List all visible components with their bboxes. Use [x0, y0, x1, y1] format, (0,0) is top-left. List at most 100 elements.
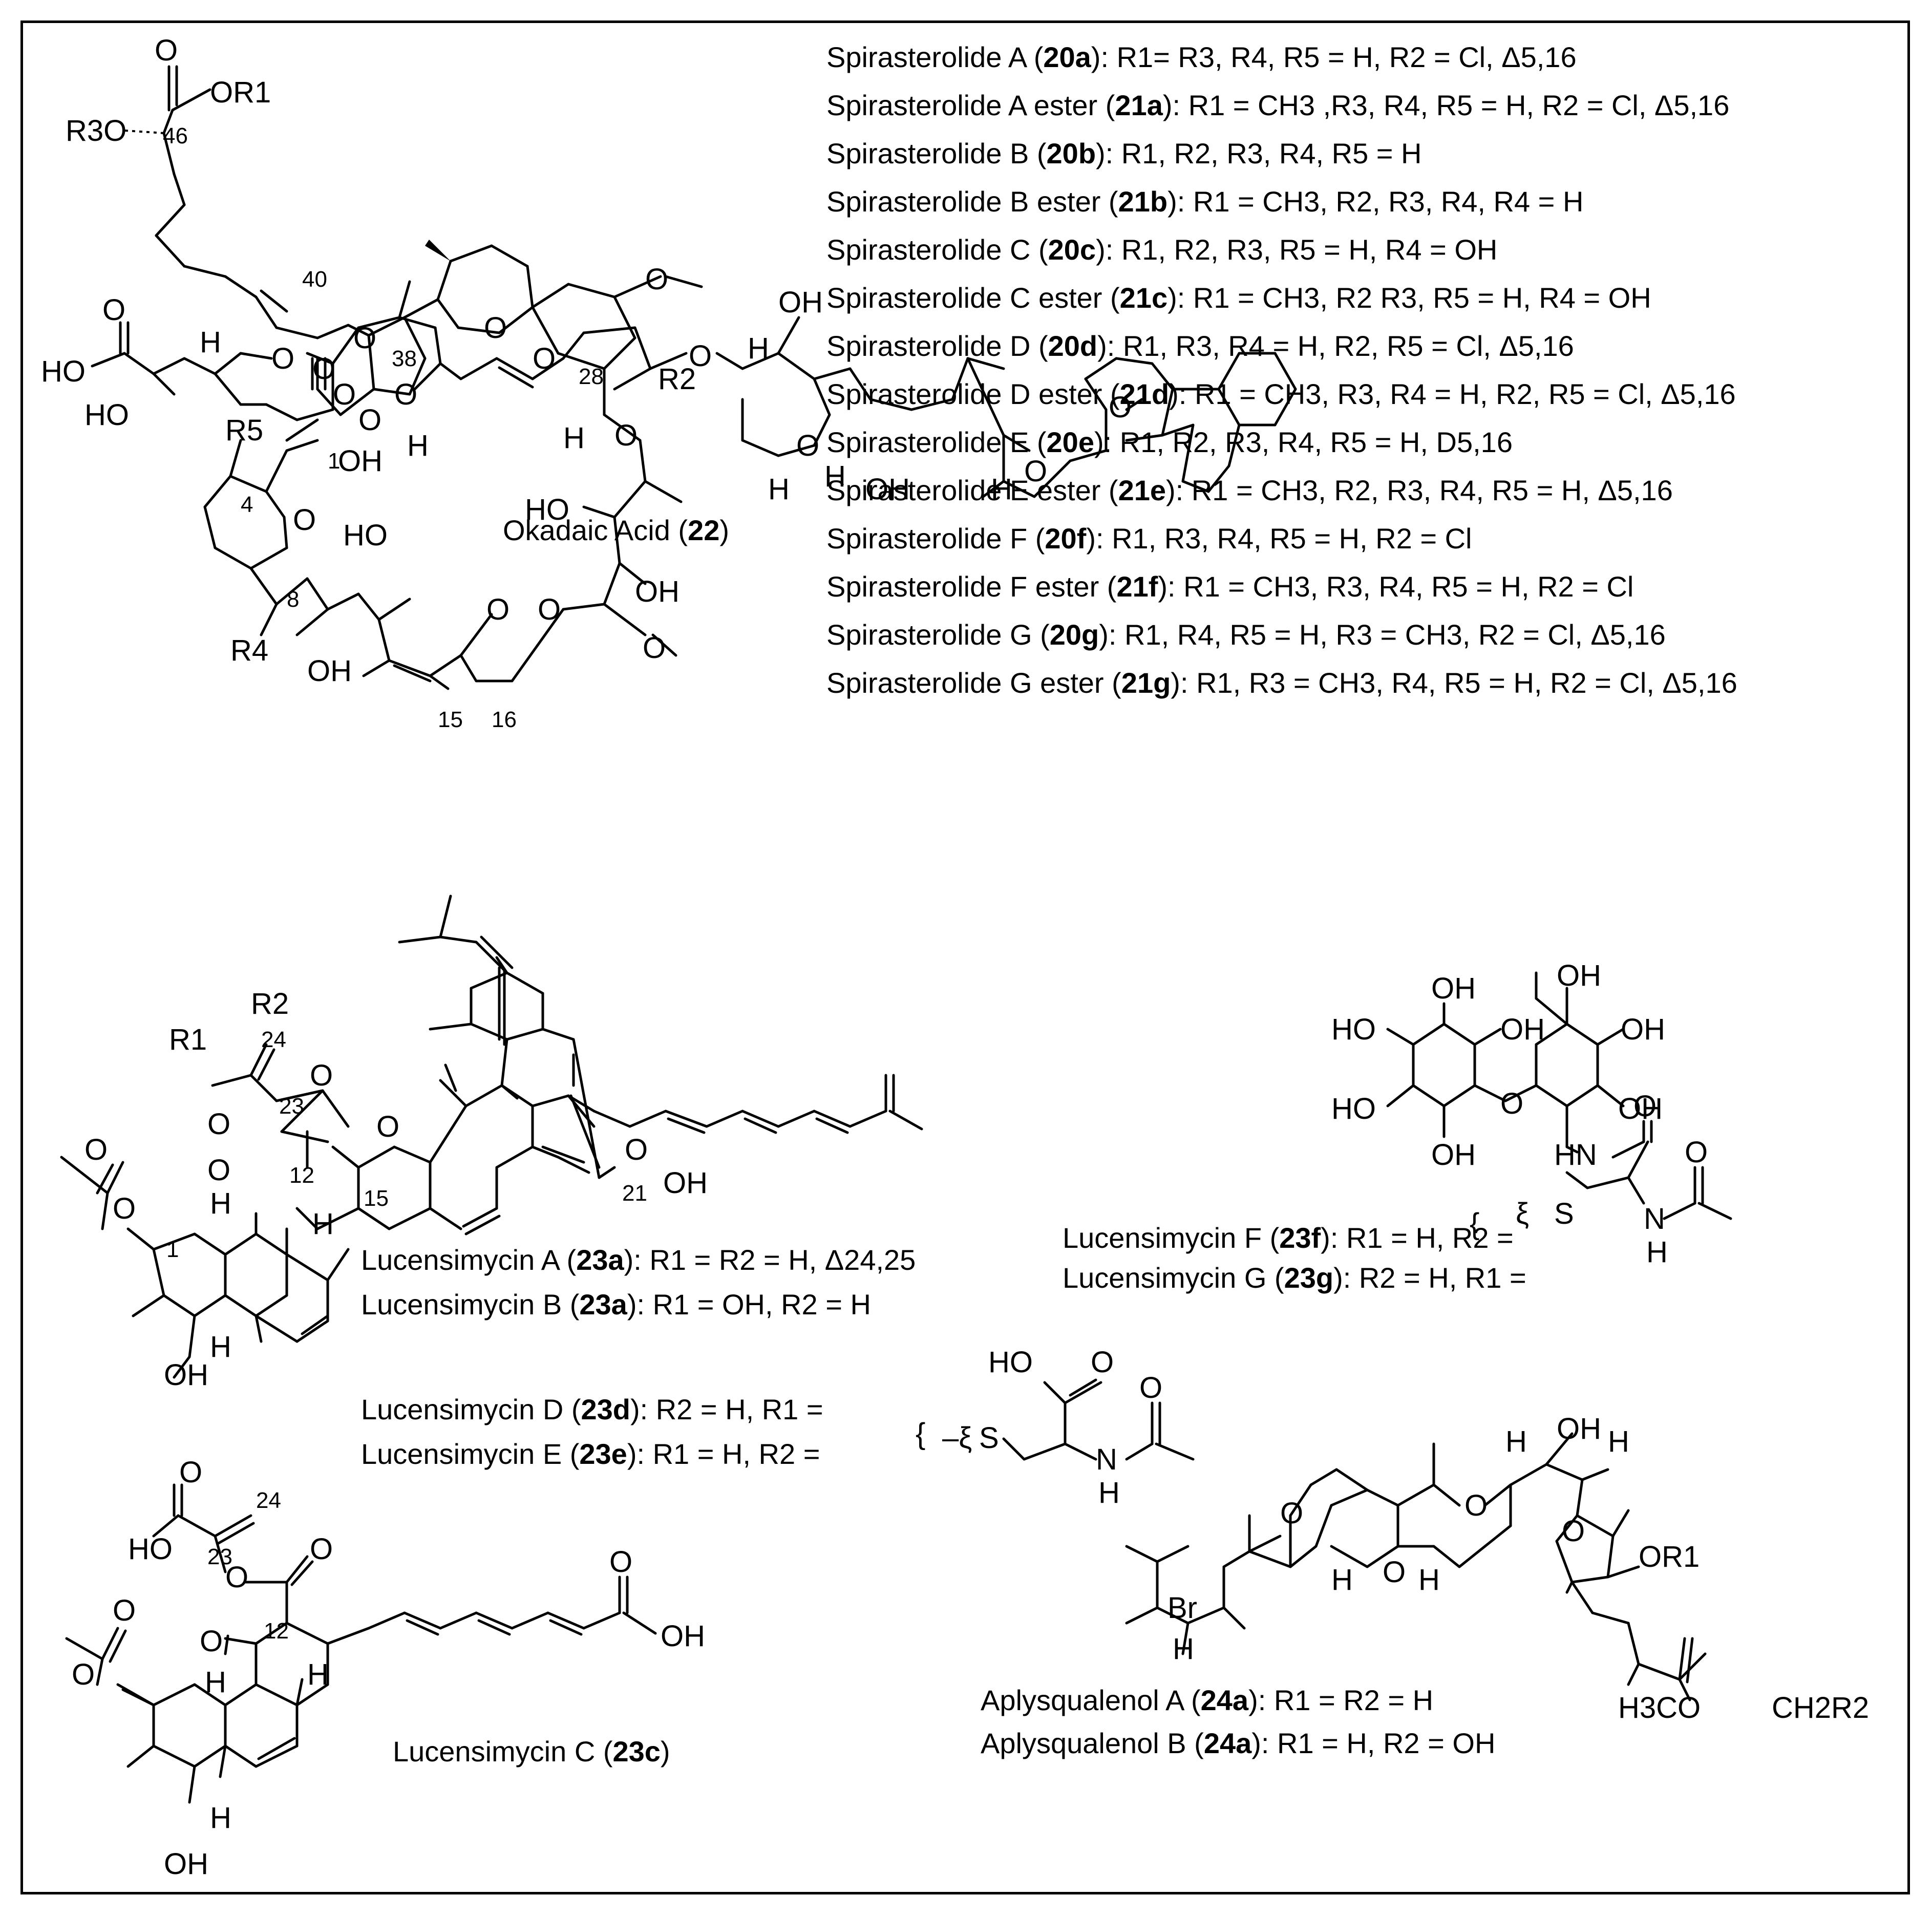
atom-o: O [1464, 1489, 1488, 1522]
locant-40: 40 [302, 267, 327, 292]
atom-h: H [307, 1658, 329, 1691]
spirasterolide-entry: Spirasterolide G ester (21g): R1, R3 = C… [826, 667, 1737, 699]
atom-h: H [312, 1207, 334, 1241]
atom-oh: OH [164, 1358, 208, 1392]
atom-o: O [333, 378, 356, 411]
atom-oh: OH [1431, 1138, 1476, 1172]
atom-h: H [1646, 1236, 1668, 1269]
atom-hn: HN [1554, 1138, 1597, 1172]
atom-o: O [1091, 1346, 1114, 1379]
spirasterolide-entry: Spirasterolide E (20e): R1, R2, R3, R4, … [826, 426, 1513, 458]
atom-h: H [991, 473, 1012, 506]
atom-o: O [200, 1625, 223, 1658]
atom-oh: OH [1618, 1092, 1663, 1125]
spirasterolide-entry: Spirasterolide F ester (21f): R1 = CH3, … [826, 570, 1634, 603]
spirasterolide-entry: Spirasterolide D ester (21d): R1 = CH3, … [826, 378, 1736, 410]
atom-h: H [1098, 1476, 1120, 1509]
atom-o: O [1685, 1136, 1708, 1169]
atom-o: O [625, 1133, 648, 1166]
atom-oh: OH [663, 1166, 708, 1200]
atom-o: O [689, 339, 712, 373]
atom-h: H [1331, 1563, 1353, 1596]
aply-b-caption: Aplysqualenol B (24a): R1 = H, R2 = OH [981, 1727, 1495, 1759]
atom-o: O [1633, 1090, 1657, 1123]
atom-o: O [293, 503, 316, 537]
lucensimycin-ab-chain [567, 1074, 923, 1134]
atom-o: O [1562, 1515, 1585, 1548]
atom-ho: HO [343, 519, 388, 552]
atom-o: O [179, 1456, 202, 1489]
atom-ho: HO [128, 1532, 173, 1566]
atom-o: O [643, 631, 666, 665]
atom-o: O [1024, 455, 1047, 488]
figure-frame [20, 20, 1910, 1894]
spirasterolide-entry: Spirasterolide D (20d): R1, R3, R4 = H, … [826, 330, 1574, 362]
spirasterolide-entry: Spirasterolide A ester (21a): R1 = CH3 ,… [826, 89, 1730, 121]
locant-15: 15 [364, 1186, 389, 1211]
atom-o: O [84, 1133, 108, 1166]
spirasterolide-entry: Spirasterolide B (20b): R1, R2, R3, R4, … [826, 137, 1422, 169]
atom-oh: OH [1621, 1013, 1665, 1046]
locant-8: 8 [287, 587, 299, 612]
atom-o: O [645, 263, 668, 296]
atom-n: N [1096, 1443, 1117, 1476]
atom-o: O [376, 1110, 399, 1143]
atom-or1: OR1 [1639, 1540, 1700, 1573]
luc-b-caption: Lucensimycin B (23a): R1 = OH, R2 = H [361, 1288, 871, 1320]
atom-o: O [310, 1532, 333, 1566]
atom-oh: OH [778, 286, 823, 319]
atom-o: O [538, 593, 561, 626]
nac-cys-de-structure: { –ξ S HO O N H O [916, 1346, 1195, 1509]
atom-s: S [979, 1421, 999, 1455]
atom-h: H [407, 429, 429, 462]
atom-o: O [394, 378, 417, 411]
atom-o: O [113, 1594, 136, 1627]
aplysqualenol-structure [1125, 1432, 1707, 1701]
luc-g-caption: Lucensimycin G (23g): R2 = H, R1 = [1063, 1262, 1526, 1294]
atom-h: H [205, 1666, 226, 1699]
atom-s: S [1554, 1197, 1574, 1230]
spirasterolide-entry: Spirasterolide G (20g): R1, R4, R5 = H, … [826, 619, 1666, 651]
atom-oh: OH [307, 654, 352, 688]
atom-o: O [486, 593, 509, 626]
atom-h: H [1608, 1425, 1629, 1458]
atom-oh: OH [635, 575, 680, 608]
atom-o: O [609, 1545, 632, 1579]
atom-oh: OH [1500, 1013, 1545, 1046]
atom-r2: R2 [251, 987, 289, 1020]
spirasterolide-structure [124, 65, 703, 690]
atom-o: O [271, 342, 294, 375]
spirasterolide-entry: Spirasterolide F (20f): R1, R3, R4, R5 =… [826, 522, 1472, 555]
atom-h3co: H3CO [1618, 1691, 1701, 1724]
atom-h: H [768, 473, 790, 506]
atom-o: O [225, 1561, 248, 1594]
atom-o: O [207, 1107, 230, 1141]
atom-o: O [484, 311, 507, 345]
atom-o: O [796, 429, 819, 462]
lucensimycin-c-structure [65, 1483, 657, 1804]
atom-h: H [1505, 1425, 1527, 1458]
atom-oh: OH [164, 1847, 208, 1881]
atom-o: O [113, 1192, 136, 1225]
atom-ho: HO [988, 1346, 1033, 1379]
atom-h: H [824, 460, 846, 493]
wavy-bond-icon: –ξ [942, 1421, 972, 1455]
spirasterolide-entry: Spirasterolide E ester (21e): R1 = CH3, … [826, 474, 1673, 506]
okadaic-acid-labels: O HO HO H O O O H OH H O O H OH H O H OH… [41, 286, 1143, 506]
locant-4: 4 [241, 492, 253, 517]
atom-o: O [1139, 1371, 1162, 1404]
atom-h: H [1418, 1563, 1440, 1596]
lucensimycin-c-labels: O 24 HO 23 O O 12 O O O H H H OH O OH [72, 1456, 705, 1881]
atom-r1: R1 [169, 1023, 207, 1056]
locant-24: 24 [256, 1488, 281, 1513]
atom-ho: HO [1331, 1013, 1376, 1046]
atom-h: H [748, 332, 769, 365]
lucensimycin-fg-structure: OH OH OH O OH HO OH HO OH HN O O N H S ξ… [1331, 959, 1732, 1269]
atom-h: H [210, 1187, 231, 1220]
atom-ho: HO [41, 355, 86, 388]
spirasterolide-entry: Spirasterolide C ester (21c): R1 = CH3, … [826, 282, 1651, 314]
atom-n: N [1644, 1202, 1665, 1236]
atom-h: H [1173, 1632, 1194, 1666]
atom-ho: HO [525, 493, 569, 526]
